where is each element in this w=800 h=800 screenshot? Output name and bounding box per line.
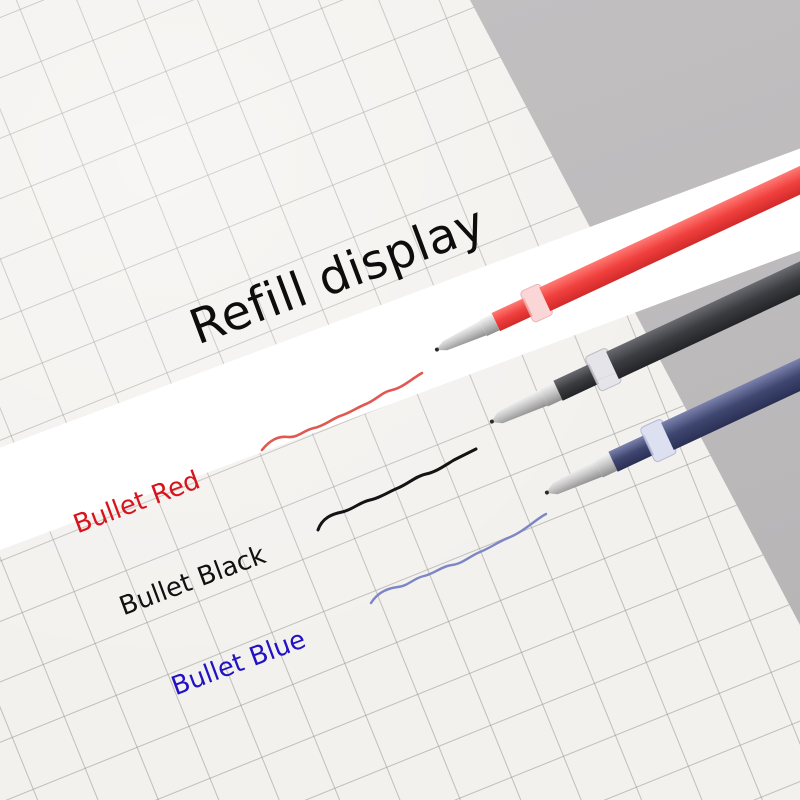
blue-ink-stroke — [369, 512, 548, 605]
red-ink-stroke — [260, 371, 424, 452]
red-refill — [434, 76, 800, 352]
blue-refill — [544, 211, 800, 495]
black-refill — [489, 140, 800, 424]
black-ink-stroke — [316, 447, 478, 532]
